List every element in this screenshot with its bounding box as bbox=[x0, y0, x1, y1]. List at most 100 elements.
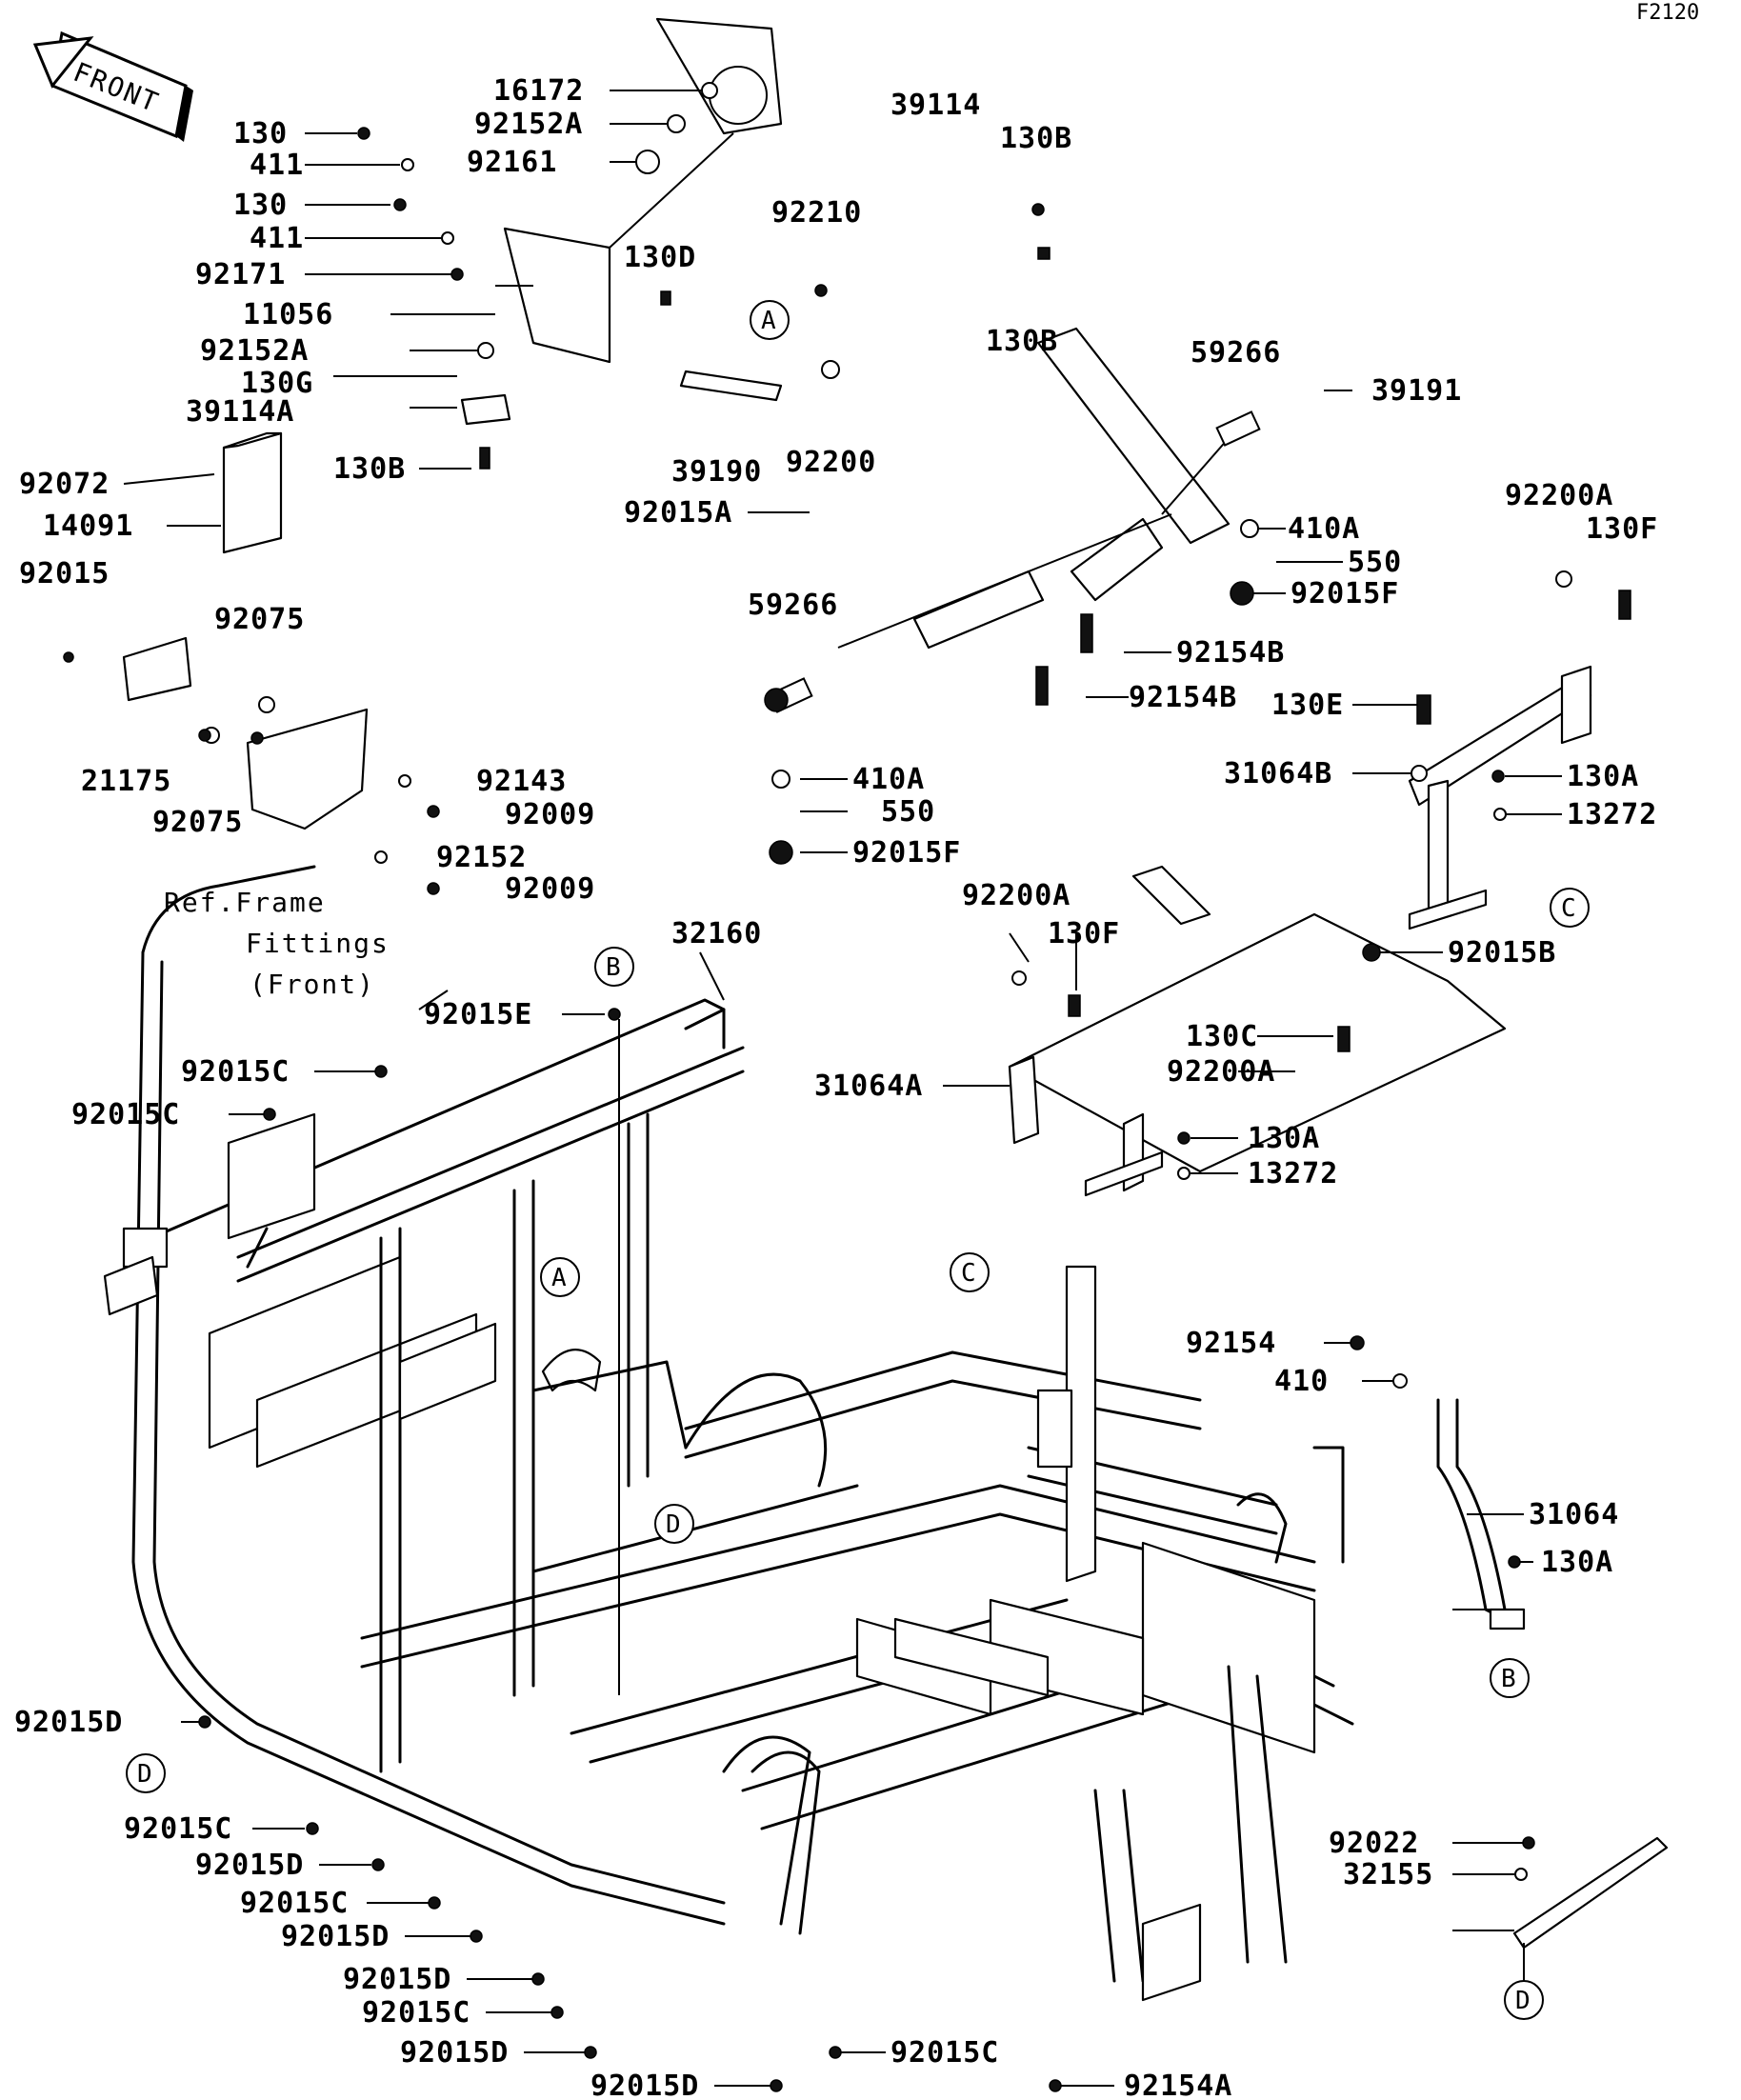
part-label: 39191 bbox=[1371, 374, 1462, 408]
part-label: 92154B bbox=[1176, 636, 1285, 670]
part-label: 130F bbox=[1586, 512, 1658, 546]
part-label: 92210 bbox=[771, 196, 862, 230]
part-label: 92009 bbox=[505, 872, 595, 906]
part-label: 550 bbox=[1348, 546, 1402, 579]
part-label: 130A bbox=[1567, 760, 1639, 793]
leader-lines bbox=[123, 90, 1562, 2087]
part-31064a-crossbar bbox=[1008, 865, 1507, 1197]
part-label: 92015C bbox=[891, 2036, 999, 2070]
callout-b-2: B bbox=[1490, 1658, 1530, 1698]
part-label: 130C bbox=[1186, 1020, 1258, 1053]
front-arrow-icon: FRONT bbox=[32, 30, 193, 142]
part-label: 92015D bbox=[195, 1849, 304, 1882]
part-label: 92015D bbox=[590, 2070, 699, 2100]
part-21175-bracket bbox=[63, 636, 369, 830]
part-31064-bar bbox=[1436, 1398, 1526, 1630]
part-label: 92075 bbox=[214, 603, 305, 636]
part-label: 130A bbox=[1541, 1546, 1613, 1579]
part-label: 130 bbox=[233, 117, 288, 150]
part-label: 92015D bbox=[343, 1963, 451, 1996]
part-label: 92015B bbox=[1448, 936, 1556, 970]
part-label: 13272 bbox=[1567, 798, 1657, 831]
part-label: 130B bbox=[333, 452, 406, 486]
reference-note-line2: Fittings bbox=[246, 928, 390, 959]
part-label: 16172 bbox=[493, 74, 584, 108]
part-label: 92200A bbox=[962, 879, 1071, 912]
svg-text:C: C bbox=[1561, 894, 1576, 923]
part-label: 92009 bbox=[505, 798, 595, 831]
reference-note: Ref.Frame Fittings (Front) bbox=[164, 887, 390, 1000]
callout-c-1: C bbox=[1550, 888, 1590, 928]
part-label: 92015A bbox=[624, 496, 732, 530]
part-label: 411 bbox=[250, 222, 304, 255]
part-label: 32160 bbox=[671, 917, 762, 950]
main-frame bbox=[103, 865, 1354, 2002]
svg-text:D: D bbox=[666, 1510, 681, 1539]
part-label: 130B bbox=[1000, 122, 1072, 155]
part-label: 410A bbox=[852, 763, 925, 796]
part-label: 130E bbox=[1271, 689, 1344, 722]
part-label: 550 bbox=[881, 795, 935, 829]
steering-rack bbox=[768, 327, 1261, 713]
callout-d-1: D bbox=[654, 1504, 694, 1544]
part-label: 31064B bbox=[1224, 757, 1332, 790]
part-label: 92171 bbox=[195, 258, 286, 291]
part-label: 21175 bbox=[81, 765, 171, 798]
svg-text:C: C bbox=[961, 1259, 976, 1288]
part-label: 92072 bbox=[19, 468, 110, 501]
part-label: 92075 bbox=[152, 806, 243, 839]
part-label: 92143 bbox=[476, 765, 567, 798]
callout-d-2: D bbox=[126, 1753, 166, 1793]
steering-column bbox=[460, 17, 783, 426]
part-label: 92154B bbox=[1129, 681, 1237, 714]
reference-note-line1: Ref.Frame bbox=[164, 887, 326, 918]
part-label: 92152A bbox=[200, 334, 309, 368]
part-label: 92015D bbox=[281, 1920, 390, 1953]
part-label: 92152A bbox=[474, 108, 583, 141]
svg-text:D: D bbox=[137, 1760, 152, 1789]
part-label: 410 bbox=[1274, 1365, 1329, 1398]
part-label: 92015F bbox=[1291, 577, 1399, 610]
part-label: 31064 bbox=[1529, 1498, 1619, 1531]
part-label: 92200A bbox=[1167, 1055, 1275, 1089]
reference-note-line3: (Front) bbox=[250, 969, 375, 1000]
part-label: 92015C bbox=[240, 1887, 349, 1920]
part-label: 92200A bbox=[1505, 479, 1613, 512]
part-label: 92015F bbox=[852, 836, 961, 870]
part-label: 39114A bbox=[186, 395, 294, 429]
part-label: 92161 bbox=[467, 146, 557, 179]
part-label: 31064A bbox=[814, 1070, 923, 1103]
part-label: 92022 bbox=[1329, 1827, 1419, 1860]
part-label: 92015E bbox=[424, 998, 532, 1031]
part-label: 92200 bbox=[786, 446, 876, 479]
part-label: 92154A bbox=[1124, 2070, 1232, 2100]
part-labels: 16172 92152A 92161 130 411 130 411 92171… bbox=[14, 74, 1658, 2100]
part-label: 92015C bbox=[71, 1098, 180, 1131]
part-label: 92154 bbox=[1186, 1327, 1276, 1360]
part-label: 92152 bbox=[436, 841, 527, 874]
part-label: 59266 bbox=[748, 589, 838, 622]
part-label: 130F bbox=[1048, 917, 1120, 950]
part-label: 92015C bbox=[124, 1812, 232, 1846]
part-label: 39190 bbox=[671, 455, 762, 489]
part-label: 130D bbox=[624, 241, 696, 274]
part-label: 92015 bbox=[19, 557, 110, 590]
part-label: 130B bbox=[986, 325, 1058, 358]
part-14091-box bbox=[222, 431, 283, 554]
part-label: 92015D bbox=[14, 1706, 123, 1739]
svg-text:B: B bbox=[606, 953, 621, 982]
callout-c-2: C bbox=[950, 1252, 990, 1292]
part-label: 39114 bbox=[891, 89, 981, 122]
part-label: 130G bbox=[241, 367, 313, 400]
part-label: 13272 bbox=[1248, 1157, 1338, 1190]
svg-text:B: B bbox=[1501, 1665, 1516, 1693]
svg-text:A: A bbox=[551, 1264, 567, 1292]
svg-text:A: A bbox=[761, 307, 776, 335]
part-label: 14091 bbox=[43, 510, 133, 543]
part-label: 130 bbox=[233, 189, 288, 222]
callout-b-1: B bbox=[594, 947, 634, 987]
part-label: 11056 bbox=[243, 298, 333, 331]
figure-code: F2120 bbox=[1636, 1, 1699, 25]
part-label: 411 bbox=[250, 149, 304, 182]
